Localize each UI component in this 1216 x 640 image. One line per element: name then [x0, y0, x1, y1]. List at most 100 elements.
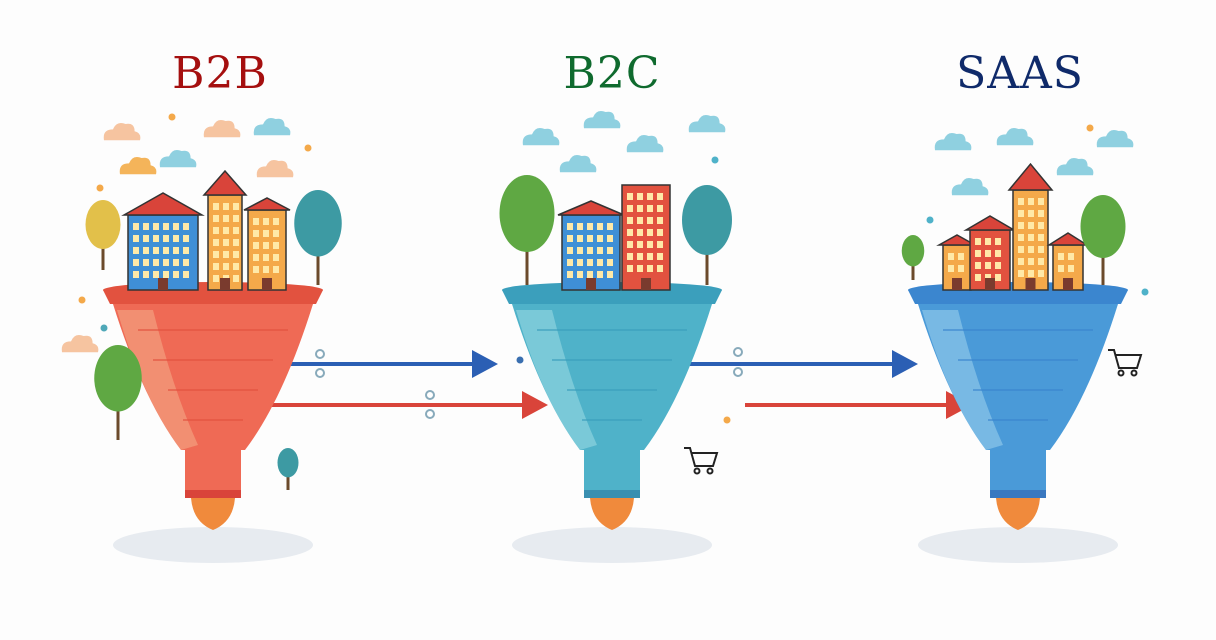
- funnel-nozzle-band: [185, 490, 241, 498]
- building-window: [1038, 270, 1044, 277]
- building-window: [263, 266, 269, 273]
- building-window: [273, 218, 279, 225]
- funnel-highlight: [117, 310, 198, 450]
- building-window: [133, 259, 139, 266]
- building-window: [657, 253, 663, 260]
- cart-wheel: [1117, 369, 1125, 377]
- building-window: [273, 230, 279, 237]
- building-window: [1068, 265, 1074, 272]
- building-window: [1018, 222, 1024, 229]
- building-window: [637, 193, 643, 200]
- building-window: [607, 223, 613, 230]
- building-window: [975, 262, 981, 269]
- building-window: [1038, 234, 1044, 241]
- building-window: [637, 205, 643, 212]
- building-window: [567, 235, 573, 242]
- building-window: [567, 271, 573, 278]
- funnel-tip: [191, 498, 235, 530]
- building-door: [952, 278, 962, 290]
- building-window: [223, 227, 229, 234]
- building-icon: [243, 197, 291, 291]
- building-window: [657, 205, 663, 212]
- building-window: [133, 271, 139, 278]
- building-window: [1018, 234, 1024, 241]
- arrow-node-dot: [425, 409, 435, 419]
- cloud-shape: [1056, 157, 1094, 176]
- building-window: [1038, 210, 1044, 217]
- building-window: [1028, 258, 1034, 265]
- building-icon: [557, 200, 625, 291]
- cloud-shape: [951, 177, 989, 196]
- building-roof: [1046, 232, 1090, 246]
- tree-crown: [901, 235, 925, 267]
- funnel-shadow: [113, 527, 313, 563]
- building-window: [1018, 258, 1024, 265]
- building-icon: [121, 192, 205, 291]
- building-roof: [1007, 162, 1054, 191]
- cloud-shape: [253, 117, 291, 136]
- building-window: [627, 229, 633, 236]
- building-window: [173, 271, 179, 278]
- cloud-shape: [626, 134, 664, 153]
- building-window: [975, 274, 981, 281]
- tree-crown: [277, 448, 299, 478]
- building-window: [1028, 222, 1034, 229]
- building-window: [163, 235, 169, 242]
- building-window: [143, 247, 149, 254]
- building-window: [637, 229, 643, 236]
- building-window: [223, 263, 229, 270]
- building-window: [597, 271, 603, 278]
- building-window: [1038, 222, 1044, 229]
- shopping-cart-icon: [684, 447, 719, 475]
- building-window: [183, 259, 189, 266]
- funnel-nozzle-band: [584, 490, 640, 498]
- funnel-tip: [590, 498, 634, 530]
- building-window: [647, 217, 653, 224]
- shopping-cart-icon: [1108, 349, 1143, 377]
- building-window: [647, 253, 653, 260]
- tree-crown: [294, 190, 342, 257]
- cloud-shape: [559, 154, 597, 173]
- building-window: [975, 250, 981, 257]
- building-icon: [1046, 232, 1090, 291]
- building-window: [1058, 265, 1064, 272]
- building-roof: [121, 192, 205, 216]
- building-window: [607, 247, 613, 254]
- building-window: [163, 271, 169, 278]
- funnel-nozzle: [990, 450, 1046, 495]
- building-window: [253, 230, 259, 237]
- building-window: [213, 263, 219, 270]
- building-door: [985, 278, 995, 290]
- building-roof: [936, 234, 978, 246]
- building-window: [985, 262, 991, 269]
- cloud-icon: [256, 159, 294, 178]
- building-window: [163, 247, 169, 254]
- building-window: [597, 223, 603, 230]
- building-window: [657, 265, 663, 272]
- cloud-icon: [103, 122, 141, 141]
- building-window: [173, 223, 179, 230]
- building-window: [263, 242, 269, 249]
- building-window: [213, 227, 219, 234]
- building-window: [1028, 270, 1034, 277]
- tree-icon: [1080, 195, 1126, 285]
- building-roof: [243, 197, 291, 211]
- funnel-highlight: [516, 310, 597, 450]
- tree-icon: [85, 200, 121, 270]
- cloud-shape: [583, 110, 621, 129]
- tree-crown: [1080, 195, 1126, 258]
- funnel-rim-band: [103, 290, 323, 304]
- building-window: [627, 205, 633, 212]
- building-window: [657, 217, 663, 224]
- cart-wheel: [706, 467, 714, 475]
- building-window: [577, 259, 583, 266]
- building-window: [273, 266, 279, 273]
- building-window: [1028, 234, 1034, 241]
- building-window: [995, 262, 1001, 269]
- building-icon: [621, 184, 671, 291]
- cloud-icon: [583, 110, 621, 129]
- arrow-node-dot: [315, 349, 325, 359]
- building-window: [948, 253, 954, 260]
- building-door: [220, 278, 230, 290]
- arrow-head: [472, 350, 498, 378]
